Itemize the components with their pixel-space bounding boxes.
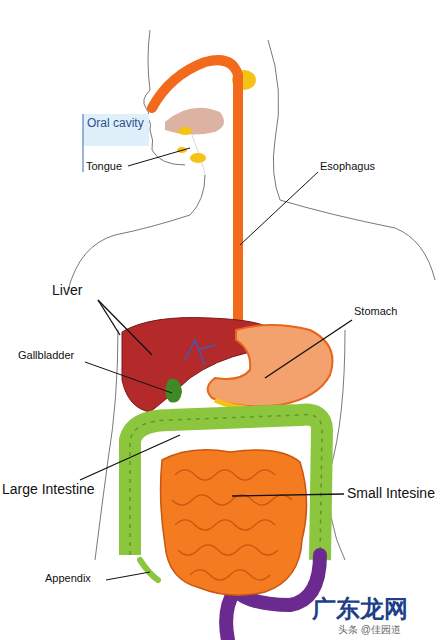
bile-ducts [185, 340, 215, 365]
gallbladder-shape [165, 379, 182, 403]
leader-line [240, 172, 318, 245]
small-intestine-shape [161, 450, 307, 595]
esophagus-tube [152, 60, 238, 330]
part-label: Appendix [45, 572, 91, 584]
leader-line [85, 362, 172, 393]
sublingual-gland [178, 127, 192, 135]
stomach-shape [208, 325, 333, 406]
leader-line [265, 320, 352, 378]
body-side-left [95, 330, 118, 560]
tongue-shape [165, 108, 224, 135]
leader-line [128, 148, 190, 166]
part-label: Oral cavity [87, 117, 144, 130]
neck-shoulder-left [68, 175, 205, 290]
watermark: 头条 @佳园道 [338, 624, 401, 635]
part-label: Esophagus [320, 160, 375, 172]
leader-line [80, 435, 180, 480]
part-label: Large Intestine [2, 482, 95, 497]
leader-line [232, 494, 344, 496]
part-label: Small Intesine [347, 486, 435, 501]
part-label: Liver [52, 283, 82, 298]
leader-line [98, 300, 152, 355]
oral-cavity-box [83, 114, 149, 146]
neck-shoulder-right [268, 40, 435, 280]
watermark: 广东龙网 [312, 596, 408, 622]
leader-line [98, 300, 120, 335]
small-intestine-coils [172, 470, 292, 580]
part-label: Gallbladder [18, 349, 74, 361]
appendix-shape [140, 560, 158, 580]
oral-cavity-bracket [83, 114, 84, 172]
leader-line [106, 572, 150, 580]
submandibular-gland [190, 153, 206, 163]
part-label: Stomach [354, 305, 397, 317]
part-label: Tongue [86, 160, 122, 172]
